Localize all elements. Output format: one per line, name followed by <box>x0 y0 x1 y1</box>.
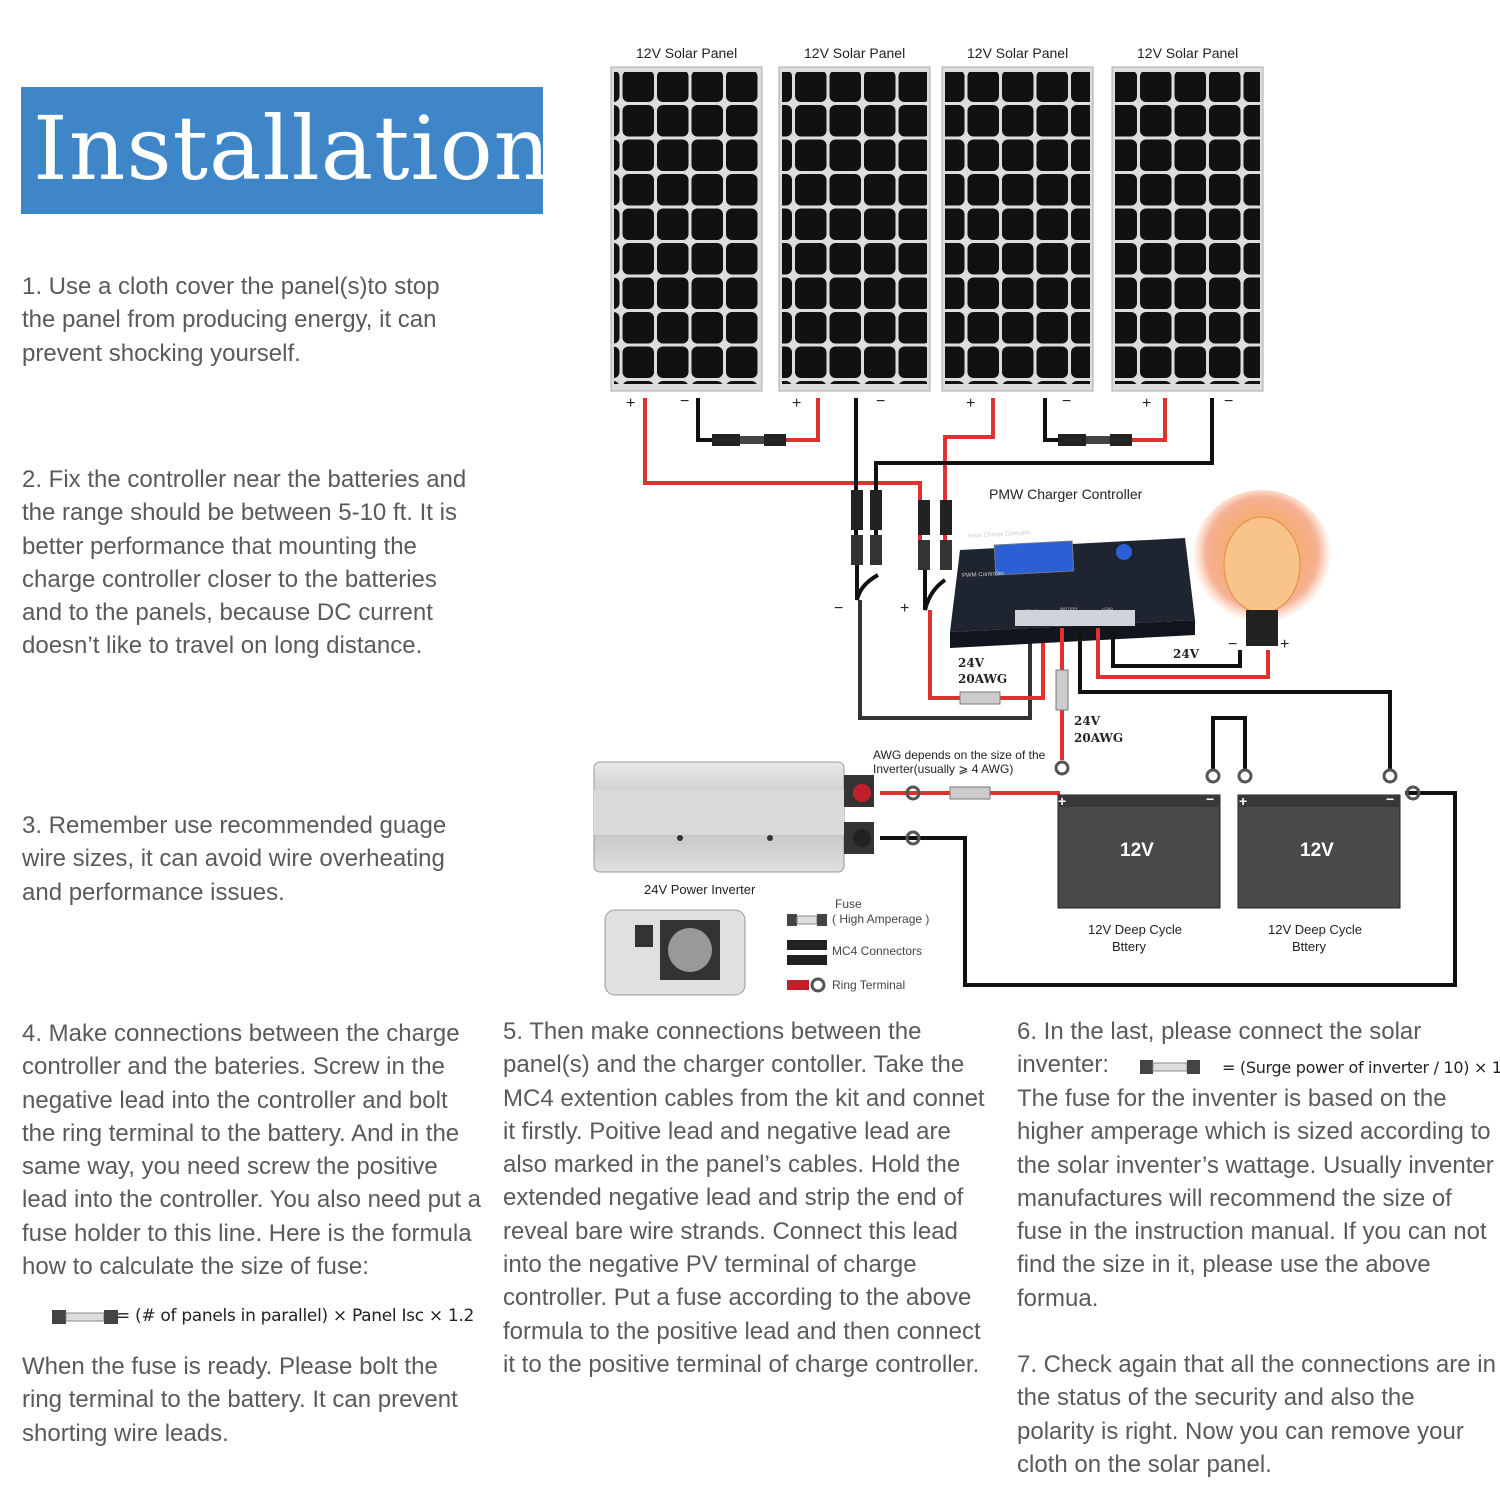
terminal-battery: BATTERY <box>1060 606 1079 611</box>
battery-voltage-2: 12V <box>1300 840 1334 861</box>
minus-sign: − <box>834 600 844 617</box>
legend-fuse: Fuse <box>835 897 862 911</box>
power-inverter <box>593 761 874 873</box>
wiring-diagram <box>593 66 1457 996</box>
minus-sign: − <box>1062 393 1072 410</box>
plus-sign: + <box>626 395 636 412</box>
plus-sign: + <box>1280 636 1290 653</box>
plus-sign: + <box>966 395 976 412</box>
panel-label-3: 12V Solar Panel <box>967 45 1069 61</box>
wire-spec-gauge: 20AWG <box>1074 731 1124 745</box>
awg-note-line2: Inverter(usually ⩾ 4 AWG) <box>873 762 1014 776</box>
inverter-front <box>604 909 746 996</box>
fuse-battery <box>1055 669 1069 711</box>
fuse-inverter <box>949 786 991 800</box>
step-2: 2. Fix the controller near the batteries… <box>22 466 467 660</box>
plus-sign: + <box>1239 793 1248 809</box>
solar-panel-4 <box>1111 66 1264 392</box>
minus-sign: − <box>1228 636 1238 653</box>
load-voltage: 24V <box>1173 647 1200 661</box>
step-4-followup: When the fuse is ready. Please bolt the … <box>22 1353 458 1447</box>
solar-panel-1 <box>610 66 763 392</box>
wire-spec-gauge: 20AWG <box>958 672 1008 686</box>
battery-2 <box>1237 794 1401 909</box>
title-banner: Installation <box>21 87 550 214</box>
panel-label-2: 12V Solar Panel <box>804 45 906 61</box>
battery-1 <box>1057 794 1221 909</box>
legend-icons <box>787 914 827 993</box>
minus-sign: − <box>876 393 886 410</box>
page-title: Installation <box>33 97 552 200</box>
ring-terminals <box>905 760 1421 846</box>
fuse-icon <box>52 1308 118 1331</box>
step-5: 5. Then make connections between the pan… <box>503 1018 985 1378</box>
fuse-formula-panels: = (# of panels in parallel) × Panel Isc … <box>116 1306 475 1326</box>
plus-sign: + <box>1058 793 1067 809</box>
step-4: 4. Make connections between the charge c… <box>22 1020 482 1281</box>
terminal-load: LOAD <box>1102 606 1113 611</box>
legend-fuse-sub: ( High Amperage ) <box>832 912 930 926</box>
solar-panel-3 <box>941 66 1094 392</box>
fuse-pv <box>959 691 1001 705</box>
inverter-label: 24V Power Inverter <box>644 882 756 897</box>
solar-panel-2 <box>778 66 931 392</box>
battery-voltage-1: 12V <box>1120 840 1154 861</box>
wire-spec-voltage: 24V <box>958 656 985 670</box>
fuse-formula-inverter: = (Surge power of inverter / 10) × 1.2 <box>1222 1058 1500 1077</box>
wire-spec-voltage: 24V <box>1074 714 1101 728</box>
minus-sign: − <box>1206 791 1215 807</box>
battery-label-2b: Bttery <box>1292 939 1326 954</box>
charge-controller <box>950 538 1195 648</box>
step-7: 7. Check again that all the connections … <box>1017 1351 1496 1478</box>
plus-sign: + <box>792 395 802 412</box>
battery-label-1: 12V Deep Cycle <box>1088 922 1182 937</box>
battery-label-2: 12V Deep Cycle <box>1268 922 1362 937</box>
mc4-connectors <box>712 434 1132 570</box>
minus-sign: − <box>680 393 690 410</box>
step-3: 3. Remember use recommended guage wire s… <box>22 812 447 906</box>
minus-sign: − <box>1224 393 1234 410</box>
legend-ring-terminal: Ring Terminal <box>832 978 906 992</box>
terminal-solar: SOLAR <box>1025 608 1039 613</box>
plus-sign: + <box>1142 395 1152 412</box>
panel-label-4: 12V Solar Panel <box>1137 45 1239 61</box>
light-bulb <box>1192 490 1332 646</box>
fuse-icon <box>1140 1059 1200 1080</box>
controller-label: PMW Charger Controller <box>989 486 1143 502</box>
step-6-intro: 6. In the last, please connect the solar… <box>1017 1018 1422 1079</box>
step-6: The fuse for the inventer is based on th… <box>1017 1085 1494 1312</box>
controller-wiring <box>1060 628 1392 770</box>
minus-sign: − <box>1386 791 1395 807</box>
awg-note-line1: AWG depends on the size of the <box>873 748 1046 762</box>
plus-sign: + <box>900 600 910 617</box>
battery-label-1b: Bttery <box>1112 939 1146 954</box>
legend-mc4: MC4 Connectors <box>832 944 923 958</box>
panel-label-1: 12V Solar Panel <box>636 45 738 61</box>
step-1: 1. Use a cloth cover the panel(s)to stop… <box>22 273 440 367</box>
